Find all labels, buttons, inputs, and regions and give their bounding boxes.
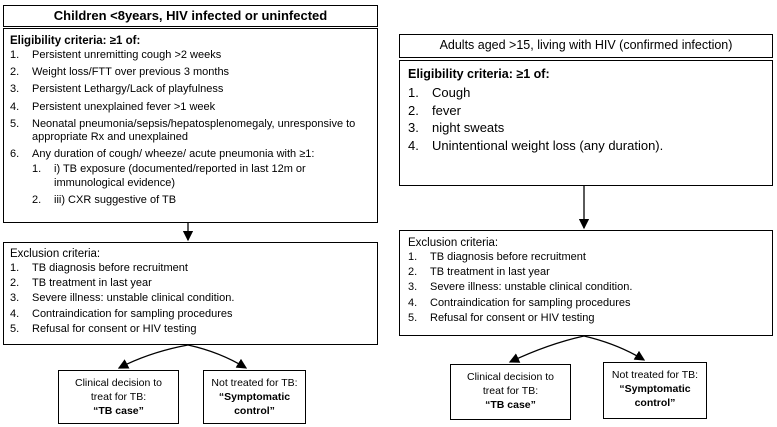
right-arrow-to-control <box>583 335 646 361</box>
left-title: Children <8years, HIV infected or uninfe… <box>53 8 328 23</box>
list-item: 1.TB diagnosis before recruitment <box>408 251 586 263</box>
right-title-box: Adults aged >15, living with HIV (confir… <box>399 34 773 58</box>
left-outcome-symptomatic-control: Not treated for TB: “Symptomatic control… <box>203 370 306 424</box>
list-item: 1.TB diagnosis before recruitment <box>10 262 188 274</box>
list-item: 6.Any duration of cough/ wheeze/ acute p… <box>10 148 315 161</box>
list-item: 2.TB treatment in last year <box>10 277 152 290</box>
list-item: 2.fever <box>408 102 461 118</box>
list-item: 1.i) TB exposure (documented/reported in… <box>32 163 306 189</box>
right-eligibility-heading: Eligibility criteria: ≥1 of: <box>408 67 550 81</box>
list-item: 5.Refusal for consent or HIV testing <box>10 322 197 335</box>
list-item: 2.TB treatment in last year <box>408 266 550 279</box>
list-item: 5.Neonatal pneumonia/sepsis/hepatospleno… <box>10 117 356 144</box>
list-item: 3.Persistent Lethargy/Lack of playfulnes… <box>10 83 224 96</box>
right-outcome-symptomatic-control: Not treated for TB: “Symptomatic control… <box>603 362 707 419</box>
list-item: 4.Persistent unexplained fever >1 week <box>10 100 216 113</box>
right-eligibility-list: 1.Cough 2.fever 3.night sweats 4.Uninten… <box>408 84 764 154</box>
right-eligibility-box: Eligibility criteria: ≥1 of: 1.Cough 2.f… <box>399 60 773 186</box>
left-exclusion-box: Exclusion criteria: 1.TB diagnosis befor… <box>3 242 378 345</box>
list-item: 3.Severe illness: unstable clinical cond… <box>10 292 235 305</box>
list-item: 2.Weight loss/FTT over previous 3 months <box>10 66 230 79</box>
left-eligibility-box: Eligibility criteria: ≥1 of: 1.Persisten… <box>3 28 378 223</box>
left-title-box: Children <8years, HIV infected or uninfe… <box>3 5 378 27</box>
left-exclusion-list: 1.TB diagnosis before recruitment 2.TB t… <box>10 262 371 336</box>
left-outcome-tb-case: Clinical decision to treat for TB: “TB c… <box>58 370 179 424</box>
left-eligibility-sublist: 1.i) TB exposure (documented/reported in… <box>10 163 371 207</box>
list-item: 5.Refusal for consent or HIV testing <box>408 311 595 324</box>
list-item: 1.Persistent unremitting cough >2 weeks <box>10 49 222 61</box>
right-exclusion-list: 1.TB diagnosis before recruitment 2.TB t… <box>408 251 766 325</box>
right-title: Adults aged >15, living with HIV (confir… <box>439 38 733 52</box>
list-item: 3.night sweats <box>408 120 505 135</box>
right-outcome-tb-case: Clinical decision to treat for TB: “TB c… <box>450 364 571 420</box>
right-arrow-to-treat <box>508 335 585 363</box>
left-eligibility-list: 1.Persistent unremitting cough >2 weeks … <box>10 49 371 161</box>
right-exclusion-box: Exclusion criteria: 1.TB diagnosis befor… <box>399 230 773 336</box>
list-item: 2.iii) CXR suggestive of TB <box>32 193 177 206</box>
left-exclusion-heading: Exclusion criteria: <box>10 248 101 260</box>
list-item: 4.Contraindication for sampling procedur… <box>10 307 233 320</box>
list-item: 3.Severe illness: unstable clinical cond… <box>408 281 633 294</box>
list-item: 4.Contraindication for sampling procedur… <box>408 296 631 309</box>
list-item: 1.Cough <box>408 85 471 100</box>
right-exclusion-heading: Exclusion criteria: <box>408 237 499 249</box>
left-arrow-to-treat <box>117 344 189 369</box>
list-item: 4.Unintentional weight loss (any duratio… <box>408 137 664 153</box>
left-eligibility-heading: Eligibility criteria: ≥1 of: <box>10 35 141 47</box>
left-arrow-to-control <box>187 344 248 369</box>
